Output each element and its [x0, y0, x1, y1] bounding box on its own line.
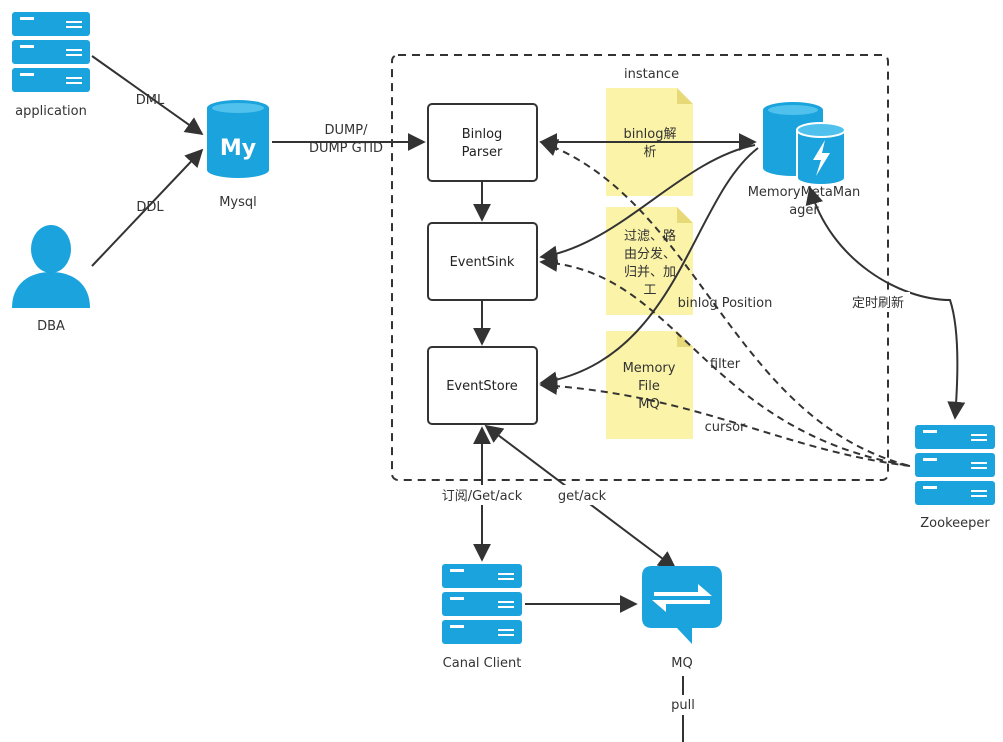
- refresh-curve: [805, 186, 966, 420]
- mq-label: MQ: [671, 656, 692, 671]
- meta-to-sink-curve: [539, 144, 756, 264]
- dba-user-icon: [12, 225, 90, 308]
- binlog-parser-label-line2: Parser: [462, 145, 503, 160]
- application-server-icon: [12, 12, 90, 92]
- zookeeper-server-icon: [915, 425, 995, 505]
- ddl-label: DDL: [136, 200, 164, 215]
- ddl-arrow: [91, 148, 204, 267]
- application-label: application: [15, 104, 87, 119]
- cursor-dashed: [539, 377, 911, 467]
- canal-client-label: Canal Client: [443, 656, 522, 671]
- pull-label-bg: [664, 695, 702, 715]
- note-filter-route-line3: 归并、加: [624, 265, 676, 280]
- pull-label: pull: [671, 698, 695, 713]
- binlog-parser-box: [427, 103, 538, 182]
- note-storage-line1: Memory: [623, 361, 676, 376]
- getack-label-bg: [552, 485, 612, 505]
- note-filter-route-line1: 过滤、路: [624, 228, 676, 244]
- dump-label-line1: DUMP/: [325, 123, 369, 138]
- note-filter-route-line2: 由分发、: [624, 246, 676, 262]
- canal-client-server-icon: [442, 564, 522, 644]
- instance-label: instance: [624, 67, 679, 82]
- zookeeper-label: Zookeeper: [920, 516, 990, 531]
- eventsink-box: [427, 222, 538, 301]
- binlog-position-label: binlog Position: [678, 296, 773, 311]
- refresh-label-bg: [846, 292, 910, 312]
- eventsink-label: EventSink: [450, 255, 515, 270]
- meta-to-store-curve: [539, 147, 759, 390]
- getack-label: get/ack: [558, 489, 607, 504]
- mysql-label: Mysql: [219, 195, 257, 210]
- subscribe-label: 订阅/Get/ack: [442, 489, 523, 504]
- dml-arrow: [91, 55, 204, 136]
- memory-meta-manager-icon: [763, 102, 846, 186]
- eventstore-label: EventStore: [446, 379, 518, 394]
- binlog-parser-label-line1: Binlog: [462, 127, 503, 142]
- binlog-position-dashed: [539, 139, 911, 467]
- cursor-label: cursor: [705, 420, 746, 435]
- filter-label: filter: [710, 357, 741, 372]
- refresh-label: 定时刷新: [852, 295, 904, 311]
- note-filter-route: [606, 207, 693, 315]
- filter-dashed: [539, 253, 911, 467]
- note-filter-route-line4: 工: [643, 283, 656, 298]
- mq-icon: [642, 566, 722, 644]
- note-binlog-parse-line1: binlog解: [624, 127, 677, 142]
- dump-label-line2: DUMP GTID: [309, 141, 383, 156]
- mysql-logo-text: My: [220, 136, 256, 161]
- note-storage-line2: File: [638, 379, 660, 394]
- meta-manager-label-line1: MemoryMetaMan: [748, 185, 861, 200]
- instance-container: [391, 54, 889, 481]
- dml-label: DML: [136, 93, 165, 108]
- mysql-database-icon: My: [207, 100, 269, 178]
- dba-label: DBA: [37, 319, 65, 334]
- note-binlog-parse-line2: 析: [643, 145, 656, 160]
- eventstore-box: [427, 346, 538, 425]
